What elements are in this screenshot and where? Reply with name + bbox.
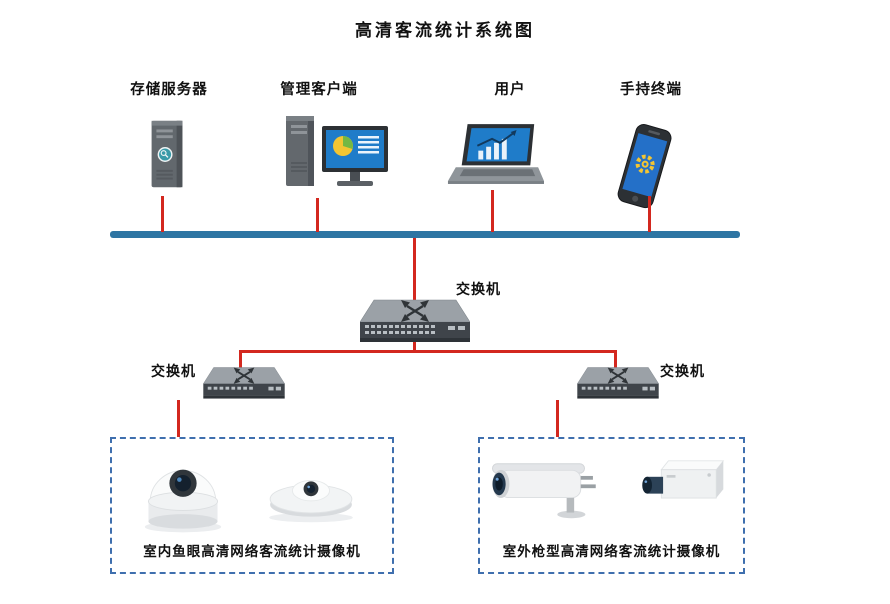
device-label-user: 用户 — [494, 82, 526, 98]
network-bus-line — [110, 231, 740, 238]
camera-group-outdoor-bullet: 室外枪型高清网络客流统计摄像机 — [478, 437, 745, 574]
fisheye-flat-camera-icon — [255, 460, 367, 525]
connection-line-client-bus — [316, 198, 319, 232]
connection-line-bus-main-switch — [413, 238, 416, 300]
desktop-computer-icon — [280, 114, 395, 199]
left-switch-icon — [203, 366, 285, 403]
diagram-title: 高清客流统计系统图 — [355, 21, 535, 40]
bullet-camera-icon — [485, 443, 607, 523]
server-tower-icon — [138, 116, 196, 193]
smartphone-icon — [601, 115, 688, 221]
connection-line-left-switch-cameras — [177, 400, 180, 438]
connection-line-laptop-bus — [491, 190, 494, 232]
fisheye-dome-camera-icon — [133, 445, 233, 536]
connection-line-server-bus — [161, 196, 164, 232]
connection-line-right-switch-cameras — [556, 400, 559, 438]
connection-line-branch-horizontal — [239, 350, 617, 353]
box-camera-icon — [638, 452, 736, 514]
camera-group-label: 室内鱼眼高清网络客流统计摄像机 — [143, 544, 361, 559]
right-switch-icon — [577, 366, 659, 403]
connection-line-branch-left-switch — [239, 350, 242, 370]
camera-group-label: 室外枪型高清网络客流统计摄像机 — [502, 544, 721, 559]
device-label-management-client: 管理客户端 — [280, 82, 358, 98]
switch-label-right: 交换机 — [660, 363, 705, 379]
device-label-storage-server: 存储服务器 — [130, 82, 208, 98]
connection-line-main-switch-branch — [413, 342, 416, 352]
switch-label-left: 交换机 — [151, 363, 196, 379]
device-label-handheld-terminal: 手持终端 — [620, 82, 682, 98]
switch-label-main: 交换机 — [456, 281, 501, 297]
connection-line-branch-right-switch — [614, 350, 617, 370]
connection-line-phone-bus — [648, 196, 651, 232]
main-switch-icon — [360, 298, 470, 348]
laptop-icon — [446, 124, 544, 191]
